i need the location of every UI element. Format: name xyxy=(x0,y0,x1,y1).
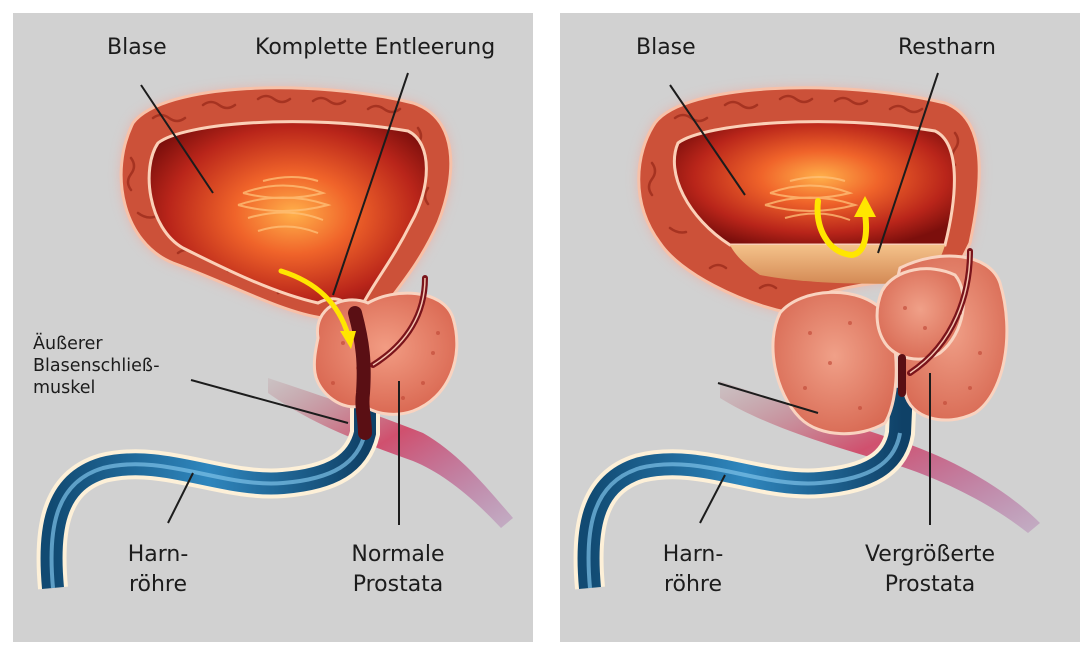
bladder-lumen xyxy=(672,120,956,247)
label-sphincter-line2: Blasenschließ- xyxy=(33,356,160,376)
label-prostate-line1: Normale xyxy=(351,542,445,567)
backflow-arrow-icon xyxy=(814,198,870,259)
normal-anatomy-illustration xyxy=(36,72,513,590)
label-prostate-line1: Vergrößerte xyxy=(864,542,996,567)
label-urethra-line2: röhre xyxy=(128,572,188,597)
leader-line-sphincter xyxy=(717,382,819,414)
enlarged-prostate-middle-lobe xyxy=(875,267,965,361)
leader-line-urethra xyxy=(167,472,194,524)
left-panel-normal: Blase Komplette Entleerung Äußerer Blase… xyxy=(13,13,533,642)
leader-line-emptying xyxy=(332,72,409,296)
residual-urine xyxy=(730,245,945,284)
label-urethra-line2: röhre xyxy=(663,572,723,597)
label-prostate-line2: Prostata xyxy=(884,572,976,597)
prostatic-urethra xyxy=(348,306,372,440)
right-panel-enlarged: Blase Restharn Harn- röhre Vergrößerte P… xyxy=(560,13,1080,642)
label-sphincter-line1: Äußerer xyxy=(33,334,103,354)
label-sphincter: Äußerer Blasenschließ- muskel xyxy=(33,333,160,399)
label-enlarged-prostate: Vergrößerte Prostata xyxy=(850,540,1010,600)
leader-line-residual xyxy=(877,72,939,254)
pelvic-floor-muscle xyxy=(268,378,513,528)
label-bladder: Blase xyxy=(107,35,167,60)
leader-line-urethra xyxy=(699,474,726,524)
leader-line-bladder xyxy=(669,84,746,196)
label-normal-prostate: Normale Prostata xyxy=(333,540,463,600)
label-complete-emptying: Komplette Entleerung xyxy=(255,35,496,60)
label-prostate-line2: Prostata xyxy=(352,572,444,597)
leader-line-sphincter xyxy=(190,379,349,424)
leader-line-bladder xyxy=(140,84,214,194)
flow-arrow-icon xyxy=(278,268,351,338)
bladder-lumen xyxy=(147,120,428,316)
label-sphincter-line3: muskel xyxy=(33,378,96,398)
label-urethra-line1: Harn- xyxy=(662,542,724,567)
enlarged-anatomy-illustration xyxy=(573,72,1040,590)
enlarged-prostate-left-lobe xyxy=(771,290,898,436)
label-residual-urine: Restharn xyxy=(898,35,996,60)
label-urethra: Harn- röhre xyxy=(648,540,738,600)
label-bladder: Blase xyxy=(636,35,696,60)
label-urethra: Harn- röhre xyxy=(113,540,203,600)
label-urethra-line1: Harn- xyxy=(127,542,189,567)
